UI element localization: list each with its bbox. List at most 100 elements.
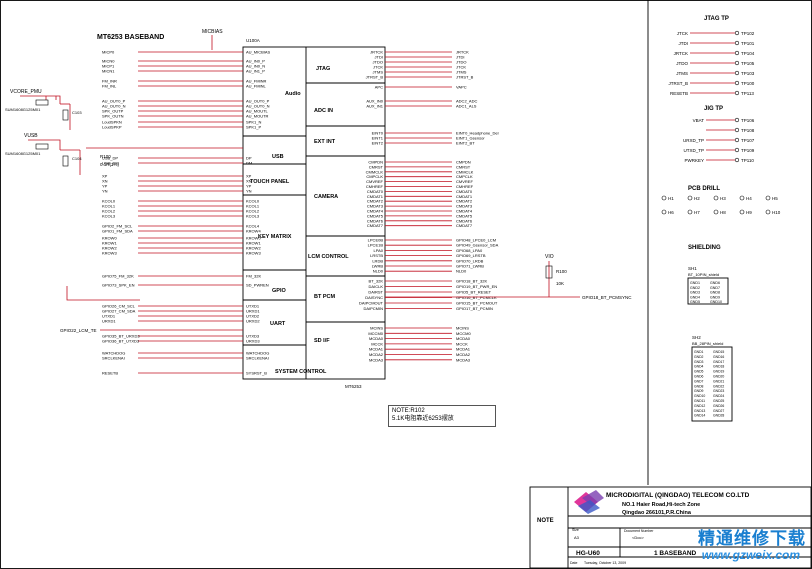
left-pin-name: UTXD1 [246, 304, 260, 309]
right-net-label: EINT1_Gsensor [456, 136, 485, 141]
drill-hole-icon [687, 209, 693, 215]
right-pin-name: CMDAT7 [367, 223, 384, 228]
sh1-part: BT_10PIN_shield [688, 272, 719, 277]
right-net-label: GPIO68_LPA0 [456, 248, 483, 253]
left-pin-name: AU_OUT0_N [246, 104, 270, 109]
sh2-pin: GND2 [694, 355, 704, 359]
bead2-label: SUM1608G125M01 [5, 151, 41, 156]
right-pin-name: MCCK [371, 341, 383, 346]
jig-tp-ref: TP109 [741, 148, 755, 153]
drill-hole-icon [713, 195, 719, 201]
sh2-pin: GND17 [713, 360, 724, 364]
jtag-net-label: JTRST_B [668, 81, 688, 86]
ic-part: MT6253 [345, 384, 362, 389]
left-pin-name: SD_PWREN [246, 283, 269, 288]
left-pin-name: KCOL2 [246, 209, 260, 214]
left-pin-name: AU_MOUTL [246, 109, 269, 114]
drill-label: H4 [746, 196, 752, 201]
section-label: ADC IN [314, 108, 333, 114]
date-label: Date [570, 561, 577, 565]
testpoint-icon [734, 30, 740, 36]
vio-label: VIO [545, 254, 554, 260]
right-pin-name: EINT2 [372, 141, 384, 146]
sh2-ref: SH2 [692, 335, 701, 340]
left-pin-name: AU_MICBIAS [246, 50, 271, 55]
right-pin-name: EINT1 [372, 136, 384, 141]
right-pin-name: CMDAT4 [367, 209, 384, 214]
left-net-label: KROW0 [102, 236, 117, 241]
jtag-tp-ref: TP102 [741, 31, 755, 36]
left-pin-name: AU_MOUTR [246, 114, 269, 119]
right-net-label: CMHREF [456, 184, 474, 189]
sh2-pin: GND8 [694, 384, 704, 388]
testpoint-icon [734, 137, 740, 143]
watermark-url: www.gzweix.com [701, 548, 800, 562]
mt6253-ic [242, 46, 386, 380]
left-net-label: GPIO73_SPK_EN [102, 283, 135, 288]
jtag-net-label: JTMS [676, 71, 688, 76]
right-net-label: GPIO49_Gsensor_SDA [456, 243, 499, 248]
drill-label: H8 [720, 210, 726, 215]
left-net-label: USB_DM [102, 161, 119, 166]
left-pin-name: KCOL4 [246, 224, 260, 229]
right-net-label: GPIO15_BT_PCMOUT [456, 301, 498, 306]
left-pin-name: AU_FMINR [246, 79, 267, 84]
section-label: JTAG [316, 66, 330, 72]
left-net-label: KCOL2 [102, 209, 116, 214]
left-net-label: YN [102, 189, 108, 194]
sh2-pin: GND14 [694, 414, 705, 418]
site-watermark: 精通维修下载 www.gzweix.com [656, 524, 806, 564]
left-pin-name: SRCLKENAI [246, 356, 269, 361]
left-net-label: XN [102, 179, 108, 184]
sh1-box [687, 277, 729, 305]
sh2-pin: GND4 [694, 365, 704, 369]
right-pin-name: JTRST_B [366, 75, 384, 80]
right-net-label: MCDA3 [456, 357, 471, 362]
note-line2: 5.1K电阻靠近6253摆放 [392, 416, 454, 422]
testpoint-icon [734, 117, 740, 123]
right-pin-name: JTDO [373, 60, 383, 65]
sh2-pin: GND24 [713, 394, 724, 398]
left-net-label: SRCLKENAI [102, 356, 125, 361]
jtag-tp-ref: TP101 [741, 41, 755, 46]
right-pin-name: DAISYNC [365, 295, 383, 300]
sh2-pin: GND11 [694, 399, 705, 403]
right-net-label: GPIO17_BT_PCMIN [456, 306, 493, 311]
drill-label: H2 [694, 196, 700, 201]
section-label: BT PCM [314, 294, 336, 300]
left-pin-name: YP [246, 184, 252, 189]
left-pin-name: KROW3 [246, 251, 261, 256]
right-net-label: JTMS [456, 70, 467, 75]
right-pin-name: CMVREF [366, 179, 383, 184]
right-pin-name: LRDB [372, 258, 383, 263]
jtag-tp-ref: TP103 [741, 71, 755, 76]
left-net-label: GPIO2_FM_SCL [102, 224, 133, 229]
left-net-label: SPK_OUTP [102, 109, 124, 114]
right-net-label: CMVREF [456, 179, 473, 184]
right-pin-name: DAIPCMIN [363, 306, 383, 311]
sh1-pin: GND6 [710, 281, 720, 285]
right-pin-name: NLD0 [373, 269, 384, 274]
drill-hole-icon [661, 195, 667, 201]
sh2-pin: GND18 [713, 365, 724, 369]
left-net-label: LoudSPKN [102, 120, 122, 125]
right-pin-name: DAIRST [368, 290, 383, 295]
sh2-pin: GND19 [713, 370, 724, 374]
left-net-label: WATCHDOG [102, 351, 125, 356]
testpoint-icon [734, 70, 740, 76]
left-pin-name: XP [246, 174, 252, 179]
sh2-pin: GND23 [713, 389, 724, 393]
right-net-label: MCINS [456, 326, 469, 331]
right-pin-name: DAIPCMOUT [359, 301, 384, 306]
testpoint-icon [734, 127, 740, 133]
bead1-label: SUM1608G125M01 [5, 107, 41, 112]
jtag-net-label: JTDO [676, 61, 688, 66]
note-label: NOTE [537, 518, 554, 524]
jtag-net-label: JRTCK [674, 51, 688, 56]
left-net-label: MICN0 [102, 59, 115, 64]
left-pin-name: URXD3 [246, 339, 260, 344]
sh2-pin: GND16 [713, 355, 724, 359]
drill-label: H6 [668, 210, 674, 215]
right-net-label: CMDAT5 [456, 213, 473, 218]
section-label: SYSTEM CONTROL [275, 369, 327, 375]
